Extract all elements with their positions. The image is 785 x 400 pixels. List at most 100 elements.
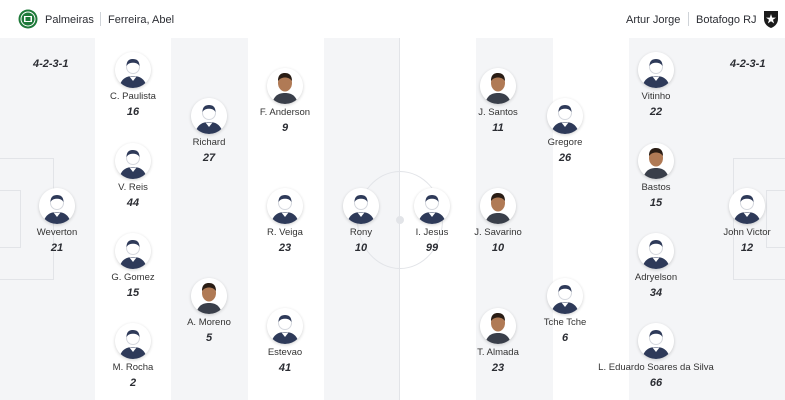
player-name: Weverton: [36, 227, 78, 238]
away-player[interactable]: Tche Tche 6: [505, 278, 625, 358]
home-team-name[interactable]: Palmeiras: [45, 14, 94, 26]
player-silhouette-icon[interactable]: [115, 233, 151, 269]
player-number: 26: [558, 152, 572, 164]
player-number: 41: [278, 362, 292, 374]
player-number: 5: [205, 332, 213, 344]
home-player[interactable]: G. Gomez 15: [73, 233, 193, 313]
player-name: Estevao: [267, 347, 303, 358]
lineup-header: Palmeiras Ferreira, Abel Artur Jorge Bot…: [0, 0, 785, 39]
player-name: J. Savarino: [474, 227, 522, 238]
player-name: F. Anderson: [259, 107, 311, 118]
player-silhouette-icon[interactable]: [547, 278, 583, 314]
player-number: 99: [425, 242, 439, 254]
away-team-name[interactable]: Botafogo RJ: [696, 14, 757, 26]
player-silhouette-icon[interactable]: [115, 143, 151, 179]
home-player[interactable]: C. Paulista 16: [73, 52, 193, 132]
home-formation: 4-2-3-1: [33, 58, 69, 70]
player-name: Gregore: [547, 137, 583, 148]
player-silhouette-icon[interactable]: [191, 98, 227, 134]
player-number: 10: [491, 242, 505, 254]
player-name: Bastos: [641, 182, 671, 193]
player-number: 23: [278, 242, 292, 254]
player-name: G. Gomez: [111, 272, 155, 283]
player-photo[interactable]: [191, 278, 227, 314]
goal-box-right: [766, 190, 785, 248]
player-name: John Victor: [723, 227, 771, 238]
away-coach-name: Artur Jorge: [626, 14, 681, 26]
away-player[interactable]: J. Santos 11: [438, 68, 558, 148]
player-number: 66: [649, 377, 663, 389]
player-number: 44: [126, 197, 140, 209]
player-name: C. Paulista: [110, 91, 156, 102]
player-silhouette-icon[interactable]: [39, 188, 75, 224]
player-name: A. Moreno: [187, 317, 231, 328]
player-number: 12: [740, 242, 754, 254]
header-divider: [100, 12, 101, 26]
player-number: 10: [354, 242, 368, 254]
goal-box-left: [0, 190, 21, 248]
player-photo[interactable]: [480, 68, 516, 104]
player-number: 2: [129, 377, 137, 389]
player-silhouette-icon[interactable]: [115, 52, 151, 88]
botafogo-crest-icon[interactable]: [761, 9, 781, 29]
center-spot: [396, 216, 404, 224]
player-name: I. Jesus: [415, 227, 449, 238]
player-silhouette-icon[interactable]: [115, 323, 151, 359]
palmeiras-crest-icon[interactable]: [18, 9, 38, 29]
player-silhouette-icon[interactable]: [267, 308, 303, 344]
player-name: M. Rocha: [112, 362, 154, 373]
player-silhouette-icon[interactable]: [414, 188, 450, 224]
header-divider: [688, 12, 689, 26]
player-number: 15: [649, 197, 663, 209]
home-player[interactable]: R. Veiga 23: [225, 188, 345, 268]
player-silhouette-icon[interactable]: [267, 188, 303, 224]
player-name: L. Eduardo Soares da Silva: [598, 362, 714, 373]
player-photo[interactable]: [638, 143, 674, 179]
away-player[interactable]: T. Almada 23: [438, 308, 558, 388]
player-number: 6: [561, 332, 569, 344]
player-photo[interactable]: [267, 68, 303, 104]
player-number: 15: [126, 287, 140, 299]
player-photo[interactable]: [480, 188, 516, 224]
player-number: 34: [649, 287, 663, 299]
player-silhouette-icon[interactable]: [638, 233, 674, 269]
away-player[interactable]: I. Jesus 99: [372, 188, 492, 268]
player-name: R. Veiga: [267, 227, 303, 238]
home-coach-name: Ferreira, Abel: [108, 14, 175, 26]
player-name: Rony: [349, 227, 373, 238]
player-silhouette-icon[interactable]: [638, 323, 674, 359]
player-name: T. Almada: [477, 347, 519, 358]
player-name: Adryelson: [634, 272, 678, 283]
away-player[interactable]: Adryelson 34: [596, 233, 716, 313]
player-silhouette-icon[interactable]: [343, 188, 379, 224]
player-number: 27: [202, 152, 216, 164]
penalty-box-right: [733, 158, 785, 280]
player-number: 16: [126, 106, 140, 118]
player-number: 9: [281, 122, 289, 134]
player-number: 23: [491, 362, 505, 374]
home-player[interactable]: A. Moreno 5: [149, 278, 269, 358]
away-player[interactable]: L. Eduardo Soares da Silva 66: [596, 323, 716, 400]
home-player[interactable]: F. Anderson 9: [225, 68, 345, 148]
player-number: 11: [492, 122, 504, 134]
player-name: Tche Tche: [543, 317, 587, 328]
home-player[interactable]: Estevao 41: [225, 308, 345, 388]
player-silhouette-icon[interactable]: [547, 98, 583, 134]
player-silhouette-icon[interactable]: [638, 52, 674, 88]
home-player[interactable]: M. Rocha 2: [73, 323, 193, 400]
player-silhouette-icon[interactable]: [729, 188, 765, 224]
player-photo[interactable]: [480, 308, 516, 344]
away-player[interactable]: John Victor 12: [687, 188, 785, 268]
player-number: 22: [649, 106, 663, 118]
home-player[interactable]: Richard 27: [149, 98, 269, 178]
home-player[interactable]: Rony 10: [301, 188, 421, 268]
away-player[interactable]: Gregore 26: [505, 98, 625, 178]
away-player[interactable]: J. Savarino 10: [438, 188, 558, 268]
player-name: Richard: [192, 137, 226, 148]
away-player[interactable]: Bastos 15: [596, 143, 716, 223]
player-name: J. Santos: [478, 107, 518, 118]
